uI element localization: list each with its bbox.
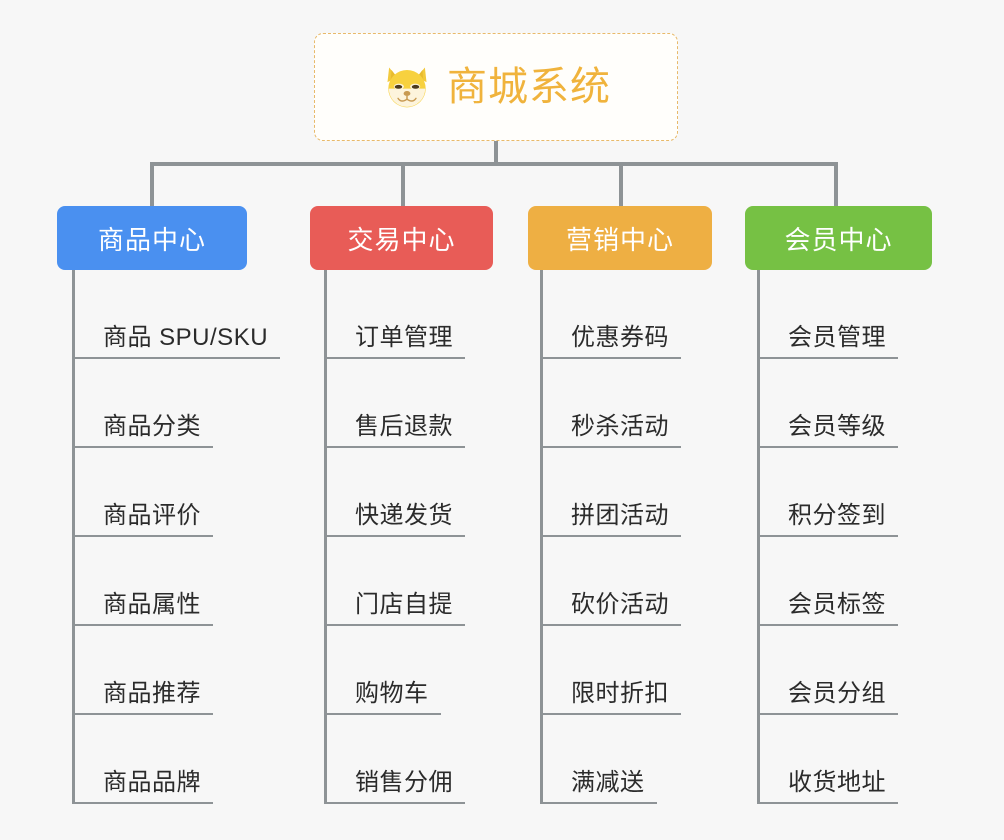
branch-header-product-center[interactable]: 商品中心	[57, 206, 247, 270]
connector-root-stem	[494, 141, 498, 166]
list-item[interactable]: 优惠券码	[543, 270, 789, 359]
list-item[interactable]: 商品属性	[75, 537, 321, 626]
leaf-label: 快递发货	[327, 502, 465, 537]
leaf-label: 秒杀活动	[543, 413, 681, 448]
branch-header-marketing-center[interactable]: 营销中心	[528, 206, 712, 270]
leaf-label: 商品分类	[75, 413, 213, 448]
list-item[interactable]: 拼团活动	[543, 448, 789, 537]
list-item[interactable]: 限时折扣	[543, 626, 789, 715]
leaf-label: 销售分佣	[327, 769, 465, 804]
leaf-label: 商品 SPU/SKU	[75, 324, 281, 359]
list-item[interactable]: 会员等级	[760, 359, 1004, 448]
leaf-label: 商品品牌	[75, 769, 213, 804]
branch-marketing-center: 营销中心 优惠券码 秒杀活动 拼团活动 砍价活动 限时折扣 满减送	[528, 206, 789, 804]
list-item[interactable]: 秒杀活动	[543, 359, 789, 448]
shiba-dog-icon	[387, 67, 427, 108]
branch-header-trade-center[interactable]: 交易中心	[310, 206, 493, 270]
branch-member-center: 会员中心 会员管理 会员等级 积分签到 会员标签 会员分组 收货地址	[745, 206, 1004, 804]
leaf-label: 优惠券码	[543, 324, 681, 359]
leaf-list-marketing-center: 优惠券码 秒杀活动 拼团活动 砍价活动 限时折扣 满减送	[540, 270, 789, 804]
list-item[interactable]: 销售分佣	[327, 715, 573, 804]
list-item[interactable]: 快递发货	[327, 448, 573, 537]
list-item[interactable]: 会员管理	[760, 270, 1004, 359]
list-item[interactable]: 收货地址	[760, 715, 1004, 804]
leaf-list-product-center: 商品 SPU/SKU 商品分类 商品评价 商品属性 商品推荐 商品品牌	[72, 270, 321, 804]
leaf-label: 商品属性	[75, 591, 213, 626]
leaf-label: 拼团活动	[543, 502, 681, 537]
connector-drop-3	[619, 162, 623, 206]
connector-drop-4	[834, 162, 838, 206]
list-item[interactable]: 门店自提	[327, 537, 573, 626]
root-title: 商城系统	[447, 65, 611, 109]
leaf-label: 积分签到	[760, 502, 898, 537]
leaf-label: 门店自提	[327, 591, 465, 626]
leaf-list-member-center: 会员管理 会员等级 积分签到 会员标签 会员分组 收货地址	[757, 270, 1004, 804]
branch-product-center: 商品中心 商品 SPU/SKU 商品分类 商品评价 商品属性 商品推荐 商品品牌	[57, 206, 321, 804]
leaf-label: 会员标签	[760, 591, 898, 626]
list-item[interactable]: 砍价活动	[543, 537, 789, 626]
list-item[interactable]: 商品评价	[75, 448, 321, 537]
leaf-label: 售后退款	[327, 413, 465, 448]
leaf-label: 商品推荐	[75, 680, 213, 715]
list-item[interactable]: 售后退款	[327, 359, 573, 448]
leaf-label: 满减送	[543, 769, 657, 804]
list-item[interactable]: 积分签到	[760, 448, 1004, 537]
leaf-label: 订单管理	[327, 324, 465, 359]
leaf-label: 会员分组	[760, 680, 898, 715]
leaf-label: 购物车	[327, 680, 441, 715]
list-item[interactable]: 会员分组	[760, 626, 1004, 715]
list-item[interactable]: 商品品牌	[75, 715, 321, 804]
connector-drop-2	[401, 162, 405, 206]
leaf-label: 限时折扣	[543, 680, 681, 715]
branch-header-member-center[interactable]: 会员中心	[745, 206, 932, 270]
connector-drop-1	[150, 162, 154, 206]
branch-trade-center: 交易中心 订单管理 售后退款 快递发货 门店自提 购物车 销售分佣	[310, 206, 573, 804]
list-item[interactable]: 商品 SPU/SKU	[75, 270, 321, 359]
leaf-label: 商品评价	[75, 502, 213, 537]
leaf-label: 会员等级	[760, 413, 898, 448]
list-item[interactable]: 购物车	[327, 626, 573, 715]
list-item[interactable]: 商品推荐	[75, 626, 321, 715]
leaf-label: 会员管理	[760, 324, 898, 359]
leaf-label: 收货地址	[760, 769, 898, 804]
list-item[interactable]: 订单管理	[327, 270, 573, 359]
leaf-list-trade-center: 订单管理 售后退款 快递发货 门店自提 购物车 销售分佣	[324, 270, 573, 804]
list-item[interactable]: 商品分类	[75, 359, 321, 448]
list-item[interactable]: 满减送	[543, 715, 789, 804]
connector-horizontal-bus	[150, 162, 838, 166]
root-node[interactable]: 商城系统	[314, 33, 678, 141]
leaf-label: 砍价活动	[543, 591, 681, 626]
list-item[interactable]: 会员标签	[760, 537, 1004, 626]
